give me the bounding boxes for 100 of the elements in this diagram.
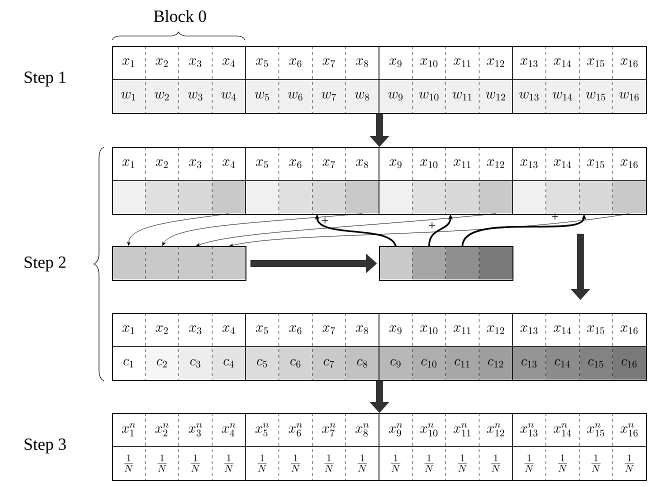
table-cell: $\frac{1}{N}$	[379, 446, 412, 480]
arrow	[196, 213, 496, 246]
table-cell: $x^{n}_{9}$	[379, 413, 412, 446]
table-cell: $\frac{1}{N}$	[446, 446, 480, 480]
table-cell: $w_{1}$	[112, 80, 146, 113]
table-cell: $\frac{1}{N}$	[112, 446, 146, 480]
table-cell: $c_{6}$	[278, 346, 312, 380]
table-cell: $x_{4}$	[212, 46, 246, 80]
table-cell: $c_{4}$	[212, 346, 246, 380]
table-cell: $x_{14}$	[546, 147, 580, 180]
shaded-cell	[312, 181, 346, 214]
plus-sign: +	[428, 222, 436, 228]
table-cell: $x_{1}$	[112, 46, 146, 80]
table-cell: $w_{13}$	[512, 80, 546, 113]
table-cell: $x_{6}$	[278, 313, 312, 346]
table-cell: $\frac{1}{N}$	[246, 446, 279, 480]
table-cell: $x_{7}$	[312, 313, 346, 346]
table-cell: $x^{n}_{10}$	[412, 413, 446, 446]
table-cell: $x_{12}$	[479, 147, 512, 180]
table-cell: $c_{12}$	[479, 346, 512, 380]
shaded-cell	[346, 181, 379, 214]
table-cell: $x_{12}$	[479, 46, 512, 80]
table-cell: $c_{7}$	[312, 346, 346, 380]
table-cell: $c_{15}$	[579, 346, 613, 380]
arrow	[229, 213, 630, 247]
shaded-cell	[178, 181, 212, 214]
table-cell: $x_{2}$	[145, 46, 179, 80]
table-cell: $x_{16}$	[612, 147, 646, 180]
table-cell: $x_{3}$	[178, 147, 212, 180]
table-cell: $x_{16}$	[612, 313, 646, 346]
table-cell: $x_{2}$	[145, 147, 179, 180]
shaded-cell	[178, 246, 212, 280]
table-cell: $x_{15}$	[579, 147, 613, 180]
table-cell: $x^{n}_{16}$	[612, 413, 646, 446]
table-cell: $x^{n}_{8}$	[346, 413, 379, 446]
table-cell: $x_{4}$	[212, 313, 246, 346]
table-cell: $w_{8}$	[346, 80, 379, 113]
table-cell: $x_{13}$	[512, 147, 546, 180]
table-cell: $\frac{1}{N}$	[512, 446, 546, 480]
table-cell: $x^{n}_{14}$	[546, 413, 580, 446]
table-cell: $\frac{1}{N}$	[145, 446, 179, 480]
table-cell: $x_{14}$	[546, 46, 580, 80]
table-cell: $x^{n}_{2}$	[145, 413, 179, 446]
table-cell: $w_{2}$	[145, 80, 179, 113]
table-cell: $x_{7}$	[312, 46, 346, 80]
step-label: Step 1	[24, 72, 66, 86]
table-cell: $x_{4}$	[212, 147, 246, 180]
table-cell: $c_{10}$	[412, 346, 446, 380]
table-cell: $\frac{1}{N}$	[579, 446, 613, 480]
table-cell: $\frac{1}{N}$	[546, 446, 580, 480]
table-cell: $x_{3}$	[178, 313, 212, 346]
table-cell: $\frac{1}{N}$	[612, 446, 646, 480]
table-cell: $x_{11}$	[446, 46, 480, 80]
table-cell: $c_{13}$	[512, 346, 546, 380]
table-cell: $x_{11}$	[446, 147, 480, 180]
shaded-cell	[145, 246, 179, 280]
table-cell: $\frac{1}{N}$	[178, 446, 212, 480]
shaded-cell	[512, 181, 546, 214]
table-cell: $\frac{1}{N}$	[479, 446, 512, 480]
table-cell: $x_{8}$	[346, 46, 379, 80]
table-cell: $c_{9}$	[379, 346, 412, 380]
arrow	[162, 213, 363, 246]
table-cell: $x^{n}_{7}$	[312, 413, 346, 446]
table-cell: $w_{14}$	[546, 80, 580, 113]
table-cell: $c_{1}$	[112, 346, 146, 380]
table-cell: $x_{1}$	[112, 313, 146, 346]
shaded-cell	[112, 246, 146, 280]
table-cell: $c_{11}$	[446, 346, 480, 380]
table-cell: $w_{7}$	[312, 80, 346, 113]
table-cell: $x^{n}_{5}$	[246, 413, 279, 446]
shaded-cell	[479, 246, 512, 280]
shaded-cell	[278, 181, 312, 214]
table-cell: $x_{3}$	[178, 46, 212, 80]
table-cell: $\frac{1}{N}$	[278, 446, 312, 480]
table-cell: $x_{16}$	[612, 46, 646, 80]
shaded-cell	[579, 181, 613, 214]
shaded-cell	[212, 246, 246, 280]
table-cell: $x_{5}$	[246, 313, 279, 346]
table-cell: $x_{6}$	[278, 147, 312, 180]
table-cell: $x_{10}$	[412, 46, 446, 80]
table-cell: $w_{9}$	[379, 80, 412, 113]
table-cell: $x^{n}_{15}$	[579, 413, 613, 446]
table-cell: $x_{9}$	[379, 147, 412, 180]
shaded-cell	[145, 181, 179, 214]
shaded-cell	[379, 246, 412, 280]
shaded-cell	[546, 181, 580, 214]
block-label: Block 0	[154, 10, 206, 22]
step-label: Step 2	[24, 256, 66, 272]
table-cell: $w_{16}$	[612, 80, 646, 113]
table-cell: $x_{7}$	[312, 147, 346, 180]
shaded-cell	[412, 181, 446, 214]
table-cell: $x_{10}$	[412, 313, 446, 346]
table-cell: $x^{n}_{1}$	[112, 413, 146, 446]
table-cell: $x_{2}$	[145, 313, 179, 346]
table-cell: $x_{13}$	[512, 46, 546, 80]
table-cell: $w_{12}$	[479, 80, 512, 113]
table-cell: $x^{n}_{13}$	[512, 413, 546, 446]
shaded-cell	[446, 246, 480, 280]
shaded-cell	[612, 181, 646, 214]
table-cell: $x^{n}_{3}$	[178, 413, 212, 446]
